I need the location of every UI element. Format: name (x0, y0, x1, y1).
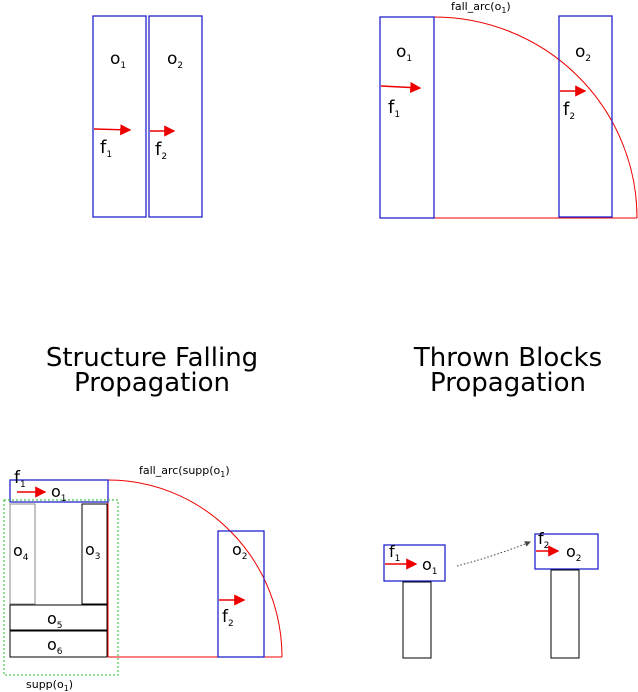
panel-top-left: o1 o2 f1 f2 (92, 15, 203, 218)
fall-arc-label: fall_arc(supp(o1) (139, 464, 230, 479)
block-o1 (383, 544, 446, 582)
label-o1: o1 (396, 42, 412, 64)
block-o1 (379, 16, 435, 219)
label-o1: o1 (110, 49, 126, 71)
label-o2: o2 (575, 42, 591, 64)
caption-thrown-blocks-line2: Propagation (430, 368, 586, 398)
label-o3: o3 (85, 540, 101, 562)
block-o6 (9, 630, 108, 658)
supp-label: supp(o1) (26, 678, 73, 692)
block-o1 (9, 479, 109, 503)
caption-thrown-blocks: Thrown Blocks (413, 343, 602, 373)
force-arrow-f1 (380, 81, 422, 94)
fall-arc-o1 (433, 16, 638, 219)
label-o4: o4 (13, 541, 29, 563)
block-o2 (148, 15, 203, 218)
label-f1: f1 (14, 468, 26, 490)
label-o1: o1 (422, 555, 438, 577)
label-o5: o5 (47, 609, 63, 631)
force-arrow-f1 (93, 124, 132, 136)
label-f2: f2 (538, 529, 549, 551)
block-o1 (92, 15, 147, 218)
caption-structure-falling-line2: Propagation (74, 368, 230, 398)
label-o2: o2 (566, 542, 582, 564)
pillar-right (550, 569, 580, 659)
label-f2: f2 (155, 139, 167, 162)
block-o2 (558, 15, 613, 218)
block-o2 (217, 530, 265, 658)
label-f2: f2 (222, 607, 234, 629)
block-o2 (534, 533, 599, 570)
label-o6: o6 (47, 635, 63, 657)
fall-arc-supp-o1 (107, 479, 283, 658)
throw-trajectory (456, 541, 531, 567)
caption-structure-falling: Structure Falling (46, 343, 258, 373)
fall-arc-label: fall_arc(o1) (451, 0, 511, 15)
label-f1: f1 (388, 97, 400, 120)
label-o2: o2 (232, 540, 248, 562)
support-box (3, 499, 119, 676)
label-o2: o2 (167, 49, 183, 71)
label-f2: f2 (563, 99, 575, 122)
panel-bottom-left: fall_arc(supp(o1) f1 o1 o4 o3 o5 o6 supp… (3, 464, 283, 692)
block-o5 (9, 604, 108, 631)
block-o4 (9, 503, 36, 605)
block-o3 (81, 503, 108, 605)
label-f1: f1 (389, 542, 400, 564)
label-o1: o1 (51, 482, 67, 504)
label-f1: f1 (100, 137, 112, 160)
panel-bottom-right: f1 o1 f2 o2 (383, 529, 599, 659)
pillar-left (402, 581, 432, 659)
panel-top-right: fall_arc(o1) o1 o2 f1 f2 (379, 0, 638, 219)
